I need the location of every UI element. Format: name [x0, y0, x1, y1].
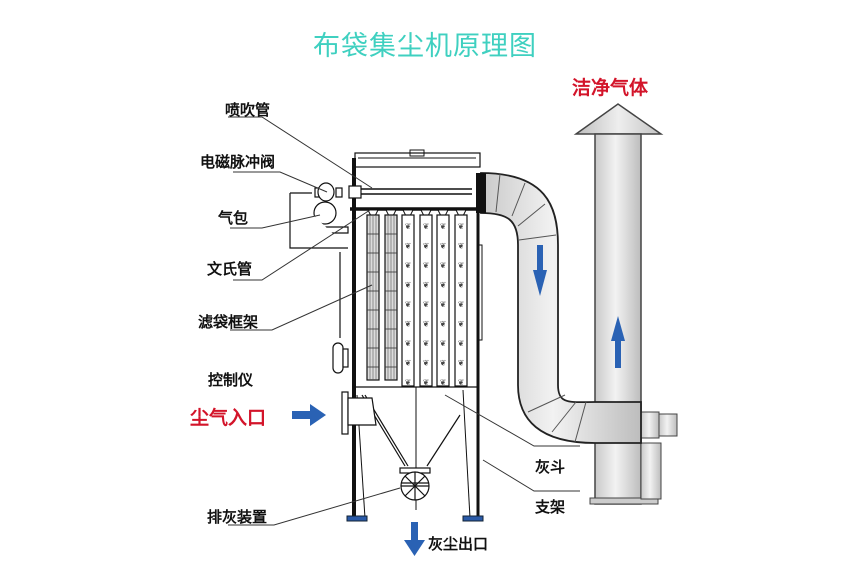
- dust-particle-icon: ❦: [405, 281, 412, 290]
- dust-particle-icon: ❦: [440, 320, 447, 329]
- dust-particle-icon: ❦: [458, 378, 465, 387]
- dust-particle-icon: ❦: [423, 359, 430, 368]
- label-venturi: 文氏管: [207, 260, 253, 278]
- dust-particle-icon: ❦: [440, 261, 447, 270]
- dust-particle-icon: ❦: [458, 222, 465, 231]
- dust-particle-icon: ❦: [440, 281, 447, 290]
- dust-particle-icon: ❦: [458, 242, 465, 251]
- dust-particle-icon: ❦: [423, 222, 430, 231]
- arrow-down-icon: [533, 245, 547, 296]
- label-controller: 控制仪: [208, 371, 254, 389]
- dust-particle-icon: ❦: [423, 261, 430, 270]
- dust-particle-icon: ❦: [458, 261, 465, 270]
- dust-particle-icon: ❦: [405, 378, 412, 387]
- dust-particle-icon: ❦: [423, 281, 430, 290]
- support-footings: [346, 515, 484, 522]
- dust-particle-icon: ❦: [423, 378, 430, 387]
- fan: [640, 411, 678, 500]
- dust-particle-icon: ❦: [405, 359, 412, 368]
- dust-particle-icon: ❦: [458, 359, 465, 368]
- dust-particle-icon: ❦: [440, 339, 447, 348]
- dust-particle-icon: ❦: [440, 222, 447, 231]
- dust-particle-icon: ❦: [440, 300, 447, 309]
- leader-lines: [228, 116, 580, 526]
- dust-particle-icon: ❦: [405, 300, 412, 309]
- rotary-valve: [399, 467, 431, 501]
- arrow-up-icon: [611, 316, 625, 368]
- filter-housing: [348, 149, 483, 520]
- dust-particle-icon: ❦: [423, 242, 430, 251]
- label-discharge-device: 排灰装置: [207, 508, 268, 526]
- dust-particle-icon: ❦: [440, 378, 447, 387]
- arrow-right-icon: [292, 404, 326, 426]
- dust-particle-icon: ❦: [458, 320, 465, 329]
- filter-bag: [454, 214, 468, 387]
- label-air-bag: 气包: [218, 209, 249, 227]
- filter-bags: ❦ ❦ ❦ ❦ ❦ ❦ ❦ ❦ ❦ ❦ ❦ ❦ ❦ ❦ ❦ ❦ ❦ ❦ ❦ ❦ ❦ ❦ ❦ ❦ ❦ ❦ ❦ ❦ ❦ ❦ ❦ ❦ ❦ ❦ ❦ ❦: [366, 209, 468, 387]
- filter-bag: [419, 214, 433, 387]
- label-dust-inlet: 尘气入口: [190, 407, 267, 429]
- label-ash-hopper: 灰斗: [535, 458, 566, 476]
- dust-particle-icon: ❦: [405, 242, 412, 251]
- dust-particle-icon: ❦: [440, 359, 447, 368]
- dust-particle-icon: ❦: [405, 261, 412, 270]
- dust-particle-icon: ❦: [458, 300, 465, 309]
- dust-particle-icon: ❦: [405, 339, 412, 348]
- dust-particle-icon: ❦: [423, 339, 430, 348]
- label-solenoid-valve: 电磁脉冲阀: [200, 153, 276, 171]
- pulse-valve-assembly: [289, 182, 349, 374]
- dust-particle-icon: ❦: [405, 222, 412, 231]
- filter-bag: [436, 214, 450, 387]
- filter-bag: [401, 214, 415, 387]
- label-clean-gas: 洁净气体: [572, 77, 649, 99]
- label-bag-frame: 滤袋框架: [198, 313, 259, 331]
- duct: [476, 172, 642, 444]
- label-support: 支架: [535, 498, 566, 516]
- dust-particle-icon: ❦: [440, 242, 447, 251]
- label-dust-outlet: 灰尘出口: [428, 535, 489, 553]
- dust-particle-icon: ❦: [423, 320, 430, 329]
- dust-particle-icon: ❦: [458, 281, 465, 290]
- diagram-title: 布袋集尘机原理图: [313, 31, 537, 62]
- arrow-down-icon: [404, 522, 425, 556]
- dust-particle-icon: ❦: [458, 339, 465, 348]
- dust-inlet-flange: [341, 391, 377, 435]
- dust-particle-icon: ❦: [423, 300, 430, 309]
- dust-particle-icon: ❦: [405, 320, 412, 329]
- label-spray-pipe: 喷吹管: [225, 101, 271, 119]
